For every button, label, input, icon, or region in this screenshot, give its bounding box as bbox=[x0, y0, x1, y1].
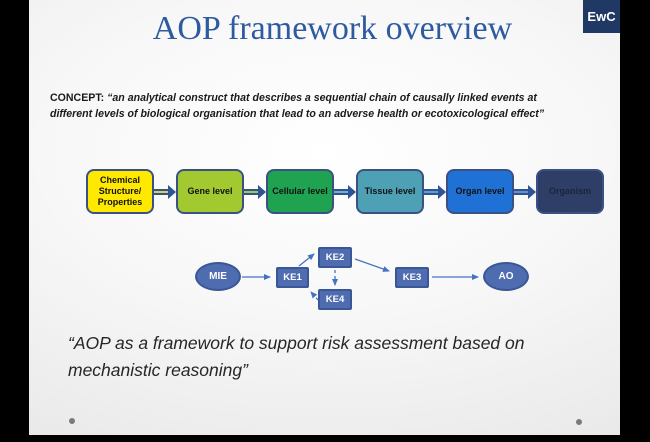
flow-arrow-icon bbox=[244, 184, 266, 199]
level-box-chemical: Chemical Structure/ Properties bbox=[86, 169, 154, 214]
level-box-gene: Gene level bbox=[176, 169, 244, 214]
slide: EwC AOP framework overview CONCEPT: “an … bbox=[29, 0, 620, 435]
page-title: AOP framework overview bbox=[152, 10, 513, 47]
level-box-organism: Organism bbox=[536, 169, 604, 214]
slide-dot-left bbox=[69, 418, 75, 424]
flow-arrow-icon bbox=[424, 184, 446, 199]
ewc-logo-badge: EwC bbox=[583, 0, 620, 33]
pathway-node-mie: MIE bbox=[195, 262, 241, 291]
pathway-node-ke1: KE1 bbox=[276, 267, 309, 288]
concept-label: CONCEPT: bbox=[50, 92, 105, 104]
flow-arrow-icon bbox=[154, 184, 176, 199]
level-box-organ: Organ level bbox=[446, 169, 514, 214]
concept-text: “an analytical construct that describes … bbox=[50, 92, 545, 120]
pathway-node-ke4: KE4 bbox=[318, 289, 352, 310]
pathway-node-ke2: KE2 bbox=[318, 247, 352, 268]
biological-levels-flow: Chemical Structure/ Properties Gene leve… bbox=[86, 169, 604, 214]
concept-paragraph: CONCEPT: “an analytical construct that d… bbox=[50, 91, 578, 122]
pathway-node-ao: AO bbox=[483, 262, 529, 291]
pathway-node-ke3: KE3 bbox=[395, 267, 429, 288]
level-box-tissue: Tissue level bbox=[356, 169, 424, 214]
pathway-arrows bbox=[242, 253, 479, 301]
quote-text: “AOP as a framework to support risk asse… bbox=[68, 333, 525, 380]
flow-arrow-icon bbox=[514, 184, 536, 199]
flow-arrow-icon bbox=[334, 184, 356, 199]
slide-dot-right bbox=[576, 419, 582, 425]
level-box-cellular: Cellular level bbox=[266, 169, 334, 214]
